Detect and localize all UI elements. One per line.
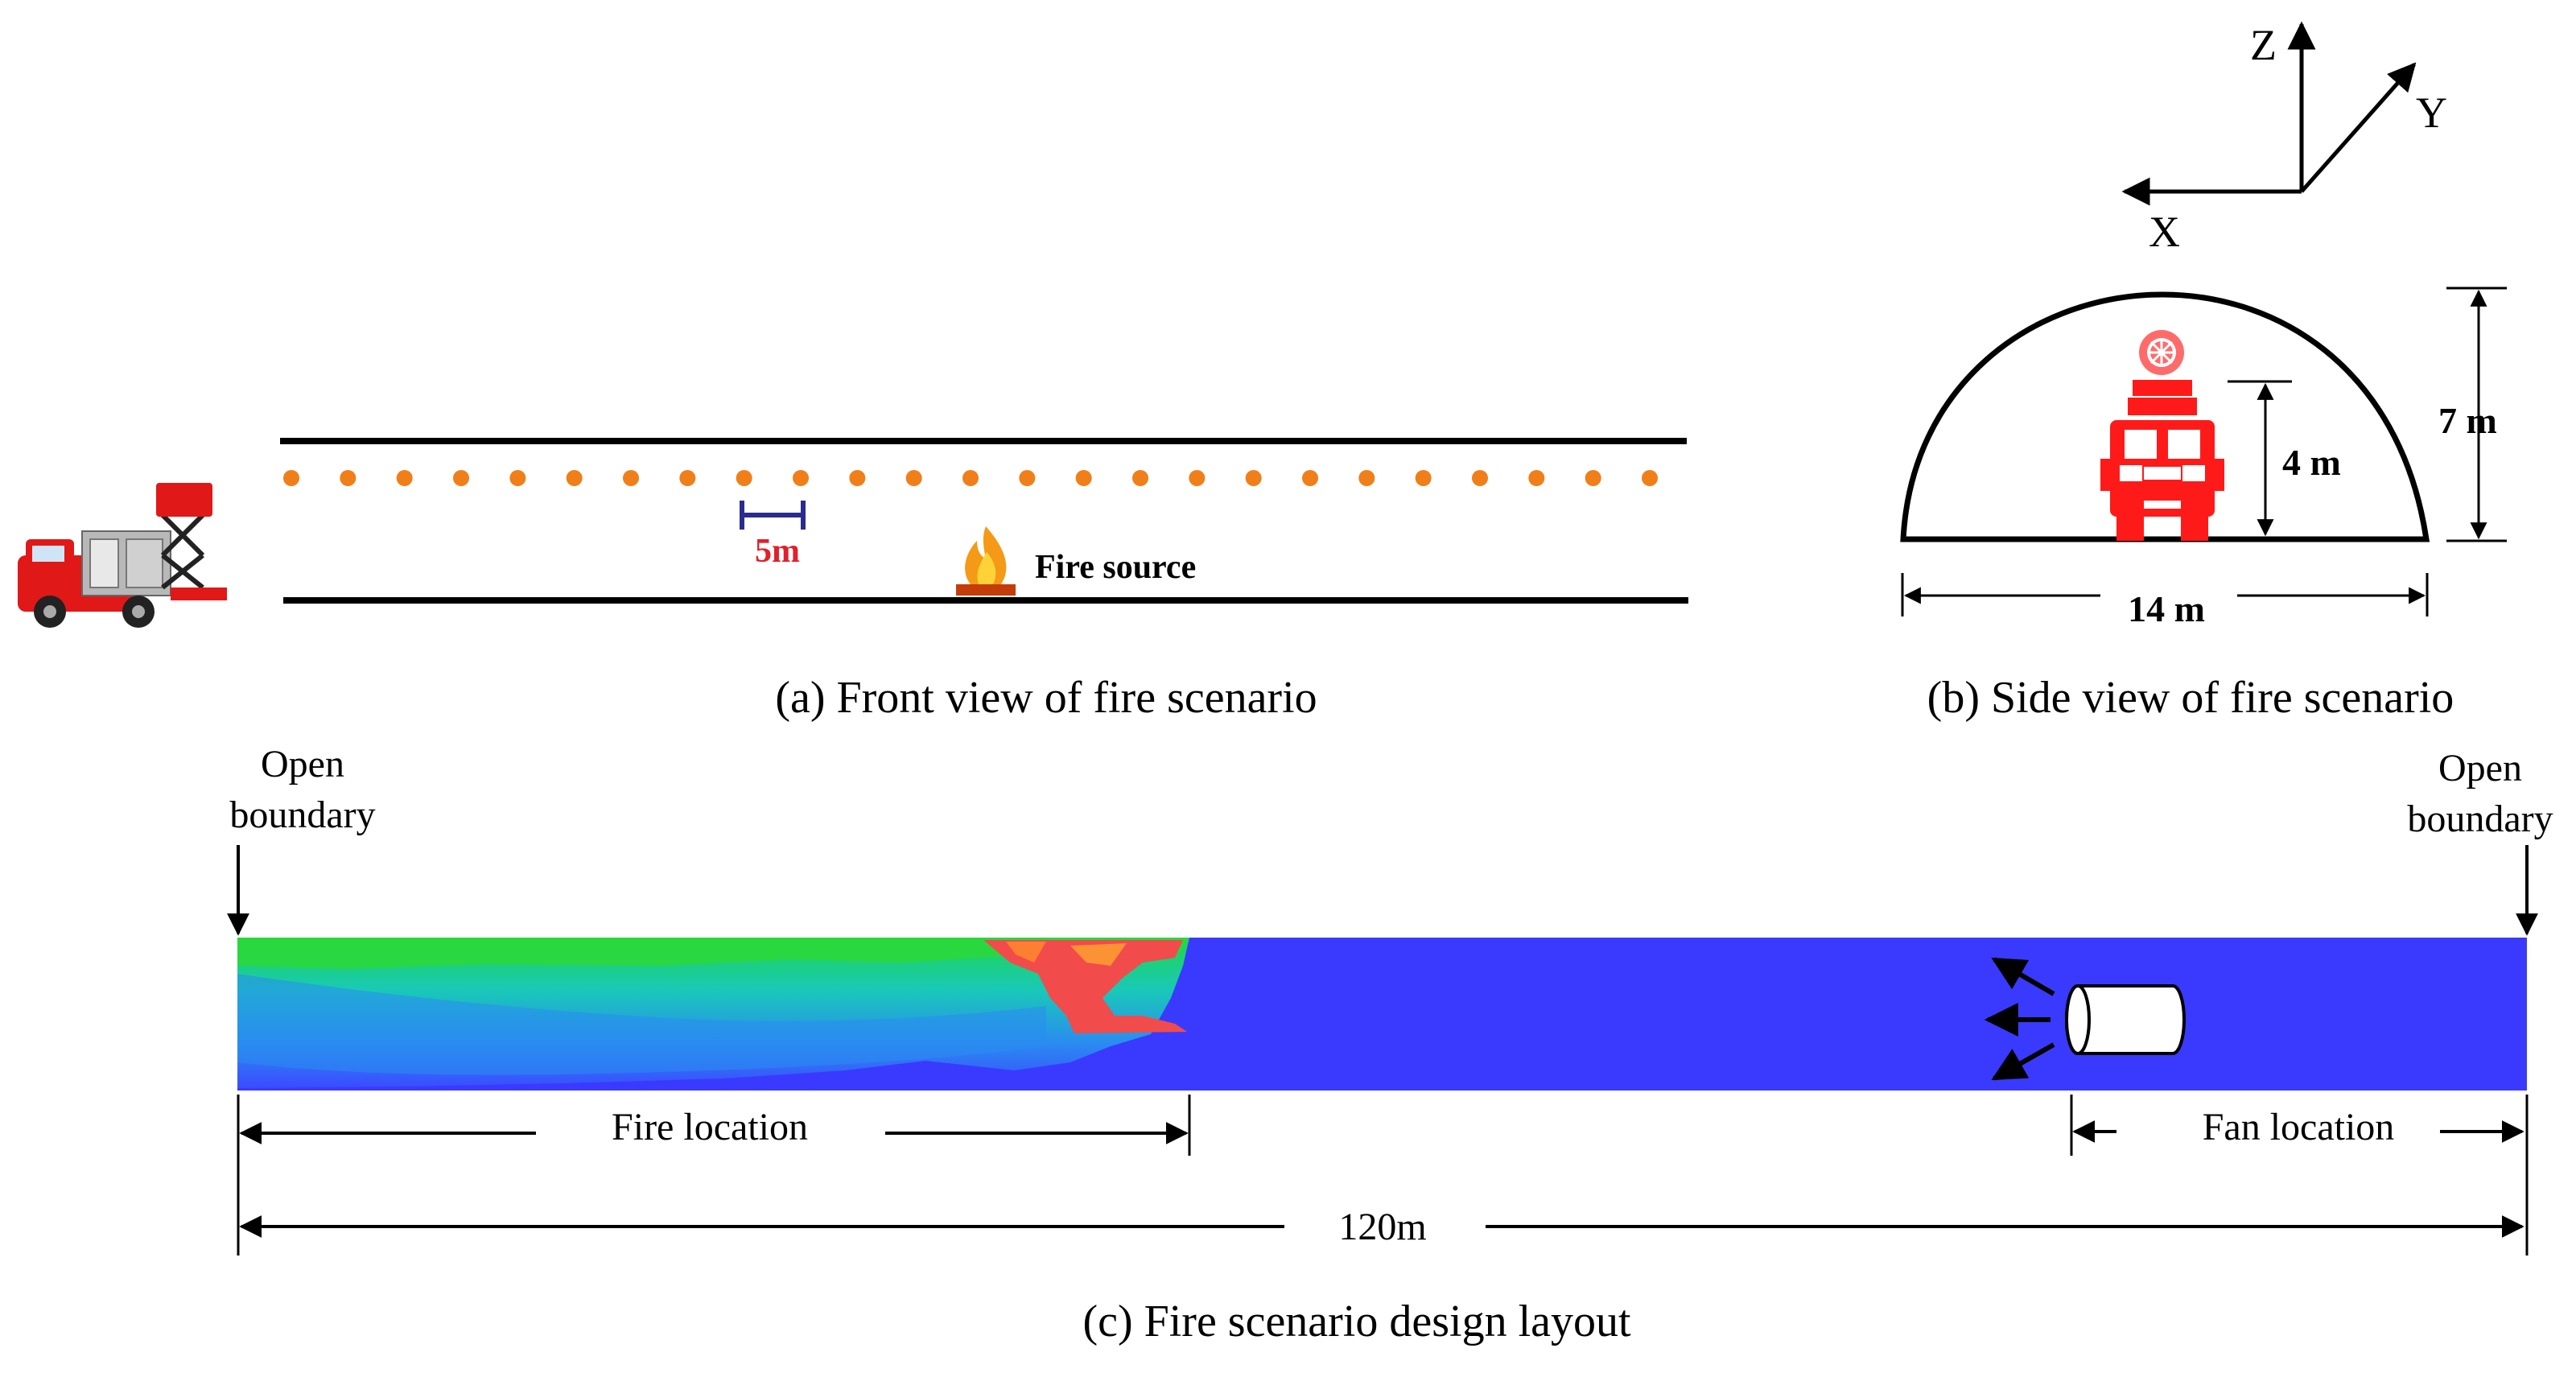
sprinkler-dot <box>1075 470 1092 486</box>
design-layout-caption: (c) Fire scenario design layout <box>1082 1297 1631 1346</box>
left-boundary-label-line2: boundary <box>229 794 375 836</box>
fire-truck-icon <box>18 483 227 628</box>
sprinkler-dot <box>1642 470 1658 486</box>
sprinkler-dot <box>396 470 413 486</box>
sprinkler-dot <box>1585 470 1601 486</box>
right-boundary-label-line2: boundary <box>2407 798 2553 840</box>
fire-source-label: Fire source <box>1035 549 1196 586</box>
sprinkler-dot <box>623 470 639 486</box>
right-boundary-label-line1: Open <box>2438 747 2522 790</box>
sprinkler-dot <box>1245 470 1262 486</box>
truck-height-label: 4 m <box>2282 442 2341 483</box>
sprinkler-dot <box>849 470 866 486</box>
sprinkler-dot <box>793 470 809 486</box>
sprinkler-dot <box>1019 470 1036 486</box>
smoke-contour <box>237 938 1189 1088</box>
fire-location-label: Fire location <box>612 1106 808 1148</box>
sprinkler-dot <box>1358 470 1375 486</box>
tunnel-height-label: 7 m <box>2438 400 2497 441</box>
left-boundary-label-line1: Open <box>261 743 344 785</box>
panel-design-layout: Open boundary Open boundary <box>227 743 2553 1346</box>
fire-truck-front-icon <box>2100 330 2224 541</box>
sprinkler-dot <box>453 470 469 486</box>
sprinkler-dot <box>283 470 299 486</box>
fan-location-label: Fan location <box>2203 1106 2395 1148</box>
sprinkler-dot <box>1189 470 1206 486</box>
length-label: 120m <box>1338 1206 1426 1248</box>
axis-z-label: Z <box>2250 21 2277 69</box>
panel-front-view: 5m Fire source (a) Front view of fire sc… <box>18 438 1688 723</box>
scale-bar <box>740 501 806 530</box>
sprinkler-dot <box>1472 470 1488 486</box>
sprinkler-dot <box>736 470 752 486</box>
sprinkler-dot <box>1132 470 1148 486</box>
axis-x-label: X <box>2149 208 2180 256</box>
sprinkler-dot <box>962 470 979 486</box>
jet-fan-icon <box>2065 984 2186 1055</box>
sprinkler-dot <box>1302 470 1318 486</box>
scale-bar-label: 5m <box>755 533 800 570</box>
fan-airflow-arrows <box>1984 957 2055 1081</box>
side-view-caption: (b) Side view of fire scenario <box>1927 673 2454 723</box>
sprinkler-dot <box>340 470 357 486</box>
sprinkler-dot <box>509 470 526 486</box>
tunnel-width-label: 14 m <box>2128 588 2205 629</box>
sprinkler-dot <box>566 470 583 486</box>
sprinkler-dot <box>1528 470 1545 486</box>
tunnel-cross-section <box>1900 291 2430 542</box>
front-view-caption: (a) Front view of fire scenario <box>775 673 1317 723</box>
sprinkler-dot <box>1415 470 1432 486</box>
sprinkler-row <box>283 470 1658 486</box>
coordinate-axes <box>2121 21 2417 206</box>
sprinkler-dot <box>905 470 922 486</box>
fire-source-icon <box>956 526 1016 596</box>
axis-y-label: Y <box>2416 89 2447 137</box>
panel-side-view: Z Y X 4 m 7 m <box>1900 21 2507 723</box>
sprinkler-dot <box>679 470 696 486</box>
